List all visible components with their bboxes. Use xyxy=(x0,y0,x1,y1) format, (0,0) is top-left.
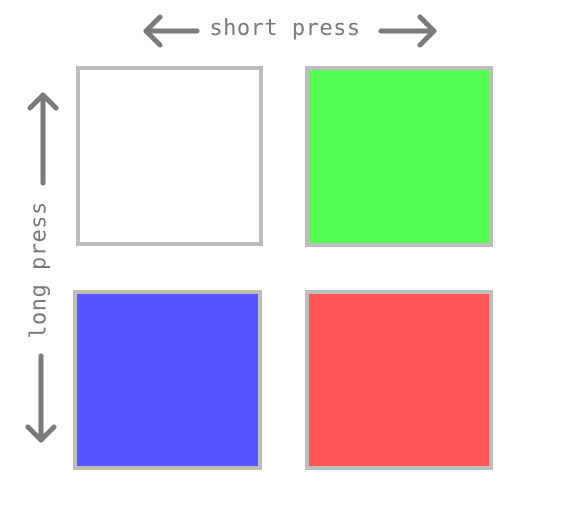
tile-top-right[interactable] xyxy=(305,66,493,247)
tile-bottom-left[interactable] xyxy=(73,290,262,470)
arrow-left-icon xyxy=(143,14,200,48)
tile-top-left[interactable] xyxy=(76,66,263,246)
long-press-label: long press xyxy=(26,201,52,339)
arrow-right-icon xyxy=(378,14,437,48)
arrow-up-icon xyxy=(27,92,59,186)
tile-bottom-right[interactable] xyxy=(305,290,493,470)
arrow-down-icon xyxy=(25,353,57,443)
short-press-label: short press xyxy=(209,16,361,41)
